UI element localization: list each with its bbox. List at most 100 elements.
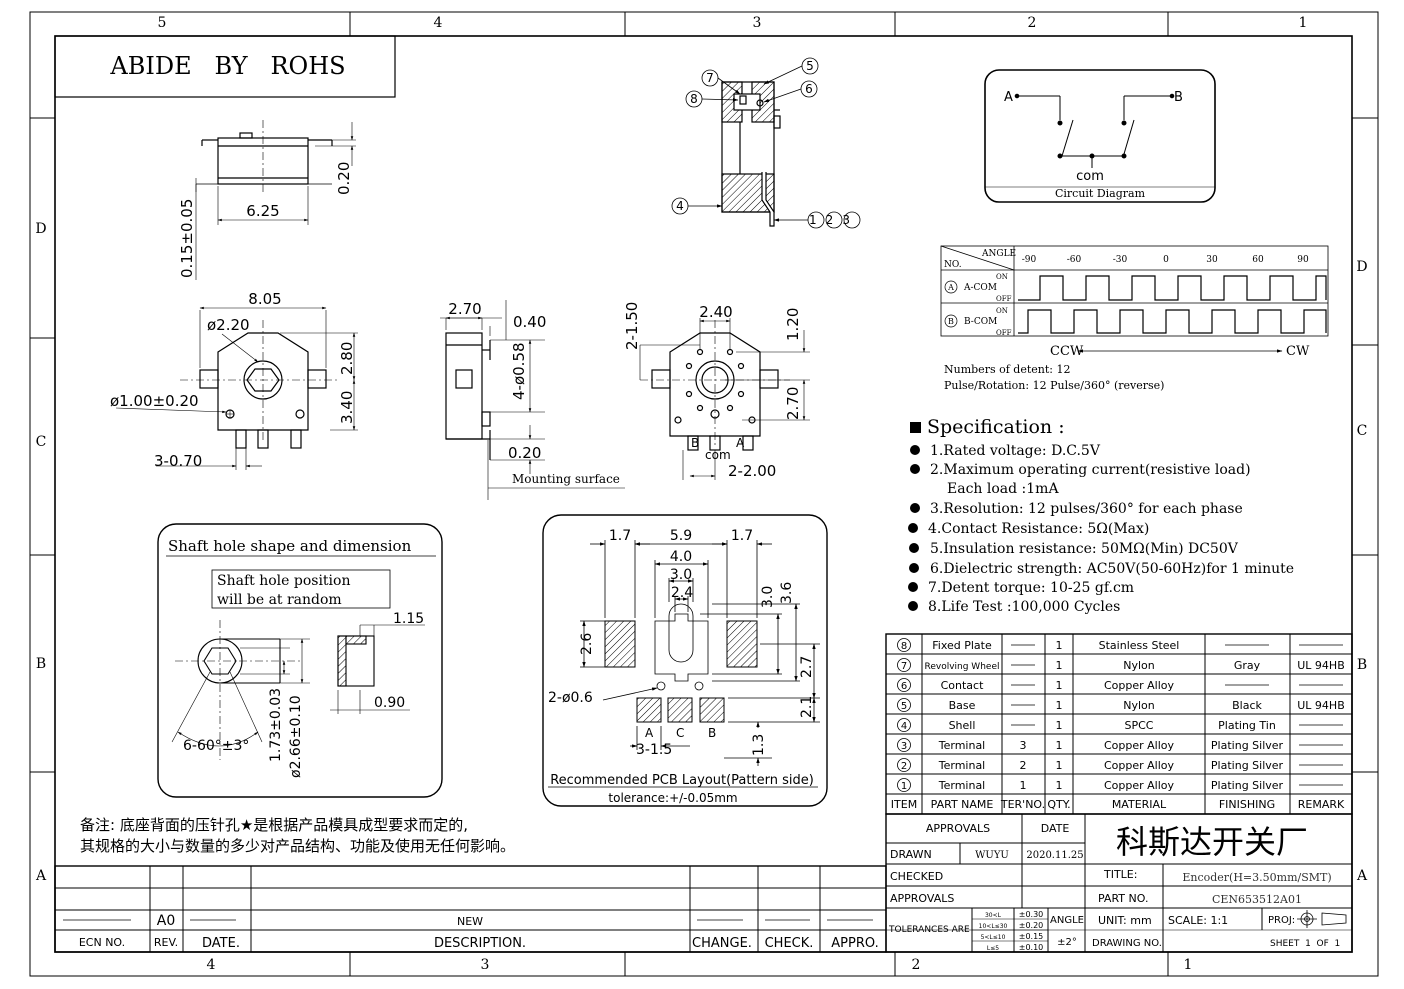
callout-123: 123 [809,213,859,227]
tb-angle-label: ANGLE [1050,915,1084,926]
zone-top-2: 2 [1028,15,1037,31]
dim-2-70: 2.70 [448,300,481,318]
bom-head-item: ITEM [891,798,917,811]
tb-sheet: SHEET 1 OF 1 [1270,939,1340,949]
bom-finishing: Plating Silver [1211,739,1284,752]
item-number-circle [897,718,911,732]
detent-count: Numbers of detent: 12 [944,363,1070,376]
revision-block-text: A0 NEW ECN NO. REV. DATE. DESCRIPTION. C… [79,913,879,951]
dim-0-15: 0.15±0.05 [178,199,196,278]
circuit-caption: Circuit Diagram [1055,187,1146,200]
side-view [440,300,625,500]
zone-top-3: 3 [753,15,762,31]
shaft-note-2: will be at random [217,592,342,608]
tb-tol-range-3: 5<L≤10 [981,934,1006,941]
shaft-dims: 1.15 0.90 6-60°±3° 1.73±0.03 ø2.66±0.10 [183,611,424,778]
side-view-dims: 2.70 0.40 4-ø0.58 0.20 [448,300,546,462]
back-view [639,318,810,480]
rev-head-rev: REV. [154,936,178,949]
pcb-dim-4-0: 4.0 [670,549,692,565]
pcb-dim-2-6: 2.6 [579,633,595,655]
spec-item-8: 8.Life Test :100,000 Cycles [928,599,1120,615]
dim-8-05: 8.05 [248,290,281,308]
pin-a-label: A [736,436,745,450]
pcb-dim-1-7-right: 1.7 [731,528,753,544]
callout-6: 6 [805,82,813,96]
bom-remark: UL 94HB [1297,699,1345,712]
bom-material: Copper Alloy [1104,739,1175,752]
shaft-note-1: Shaft hole position [217,573,350,589]
zone-top-5: 5 [158,15,167,31]
dim-0-90: 0.90 [374,695,405,711]
tb-tol-value-3: ±0.15 [1019,932,1044,941]
bom-finishing: Plating Tin [1218,719,1276,732]
tb-date-head: DATE [1041,822,1070,835]
timing-table [940,245,1329,337]
bom-material: Copper Alloy [1104,759,1175,772]
pin-com-label: com [705,448,731,462]
pulse-rotation: Pulse/Rotation: 12 Pulse/360° (reverse) [944,379,1164,392]
pcb-dim-1-7-left: 1.7 [609,528,631,544]
pcb-dim-3-1-5: 3-1.5 [636,742,672,758]
bom-head-part: PART NAME [931,798,994,811]
zone-bottom-3: 3 [481,957,490,973]
dim-0-20: 0.20 [335,162,353,195]
item-number-circle [897,758,911,772]
dim-2-40: 2.40 [699,303,732,321]
section-callouts: 7 5 8 6 4 123 [676,59,859,227]
bom-item-no: 1 [901,781,907,792]
tb-tol-value-2: ±0.20 [1019,921,1044,930]
cn-note-2: 其规格的大小与数量的多少对产品结构、功能及使用无任何影响。 [80,837,515,855]
dim-1-20: 1.20 [784,308,802,341]
front-view-dims: 8.05 ø2.20 ø1.00±0.20 2.80 3.40 3-0.70 [110,290,356,470]
tb-tol-range-2: 10<L≤30 [979,923,1008,930]
circuit-b-label: B [1174,90,1183,105]
bom-head-material: MATERIAL [1112,798,1167,811]
bom-qty: 1 [1056,639,1063,652]
spec-bullet-square [910,422,921,433]
bom-qty: 1 [1056,679,1063,692]
pcb-dim-2-0-6: 2-ø0.6 [548,690,593,706]
bom-finishing: Plating Silver [1211,759,1284,772]
pcb-dim-2-1: 2.1 [799,696,815,718]
zone-left-d: D [35,221,46,237]
top-view-dims: 6.25 0.20 0.15±0.05 [178,162,353,278]
item-number-circle [897,638,911,652]
pcb-dim-3-0: 3.0 [670,567,692,583]
timing-tick-1: -90 [1022,255,1037,265]
zone-left-b: B [36,656,46,672]
cw-label: CW [1286,344,1310,359]
rev-head-appro: APPRO. [831,936,878,951]
timing-tick-2: -60 [1067,255,1082,265]
spec-item-3: 3.Resolution: 12 pulses/360° for each ph… [930,501,1243,517]
pcb-dim-3-6: 3.6 [779,582,795,604]
callout-5: 5 [806,59,814,73]
rohs-box [54,35,396,98]
section-leaders [671,57,861,229]
tb-tol-value-4: ±0.10 [1019,943,1044,952]
revision-block-grid [54,865,887,953]
rev-value: A0 [157,913,175,929]
zone-left-a: A [35,868,47,884]
zone-top-4: 4 [434,15,443,31]
zone-right-d: D [1356,259,1367,275]
tb-unit: UNIT: mm [1098,914,1152,927]
tb-drawn-label: DRAWN [890,848,932,861]
bom-header: ITEM PART NAME TER'NO. QTY. MATERIAL FIN… [891,798,1345,811]
bom-finishing: Gray [1234,659,1261,672]
bom-material: Copper Alloy [1104,779,1175,792]
timing-labels: ANGLE NO. -90 -60 -30 0 30 60 90 A A-COM… [944,249,1309,337]
timing-a-off: OFF [996,295,1012,303]
item-number-circle [897,658,911,672]
tb-tol-range-1: 30<L [985,912,1002,919]
timing-no-label: NO. [944,260,962,270]
dim-dia-1-00: ø1.00±0.20 [110,392,199,410]
rev-head-check: CHECK. [765,936,814,951]
pcb-dims: 1.7 5.9 1.7 4.0 3.0 2.4 3.0 3.6 2.6 2.7 … [548,528,815,758]
bom-part-name: Fixed Plate [932,639,992,652]
